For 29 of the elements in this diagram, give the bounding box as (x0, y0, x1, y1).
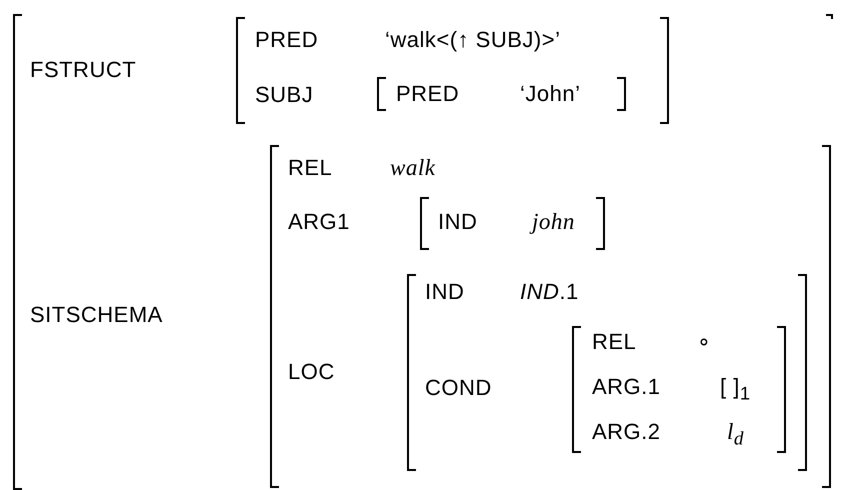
feature-name: IND (438, 209, 478, 235)
attribute-value-matrix (421, 198, 604, 249)
feature-value: ∘ (697, 329, 712, 355)
feature-name: LOC (288, 359, 335, 385)
feature-name: ARG.1 (592, 374, 661, 400)
feature-name: COND (425, 375, 492, 401)
attribute-value-matrix (573, 327, 785, 452)
feature-name: SUBJ (255, 82, 314, 108)
attribute-value-matrix (378, 78, 625, 110)
feature-name: REL (288, 155, 332, 181)
feature-value: walk (390, 155, 436, 181)
feature-name: PRED (255, 27, 318, 53)
feature-value: john (532, 209, 575, 235)
feature-value: [ ]$_{1}$ (720, 374, 751, 406)
feature-name: ARG.2 (592, 419, 661, 445)
attribute-value-matrix (271, 146, 830, 487)
attribute-value-matrix (237, 18, 668, 123)
attribute-value-matrix (408, 275, 806, 470)
feature-name: PRED (396, 81, 460, 107)
feature-value: l$_{d}$ (727, 419, 744, 452)
feature-value: IND.1 (520, 279, 579, 305)
feature-name: ARG1 (288, 209, 350, 235)
attribute-value-matrix (14, 15, 832, 489)
feature-value: ‘John’ (520, 81, 580, 107)
feature-name: FSTRUCT (30, 57, 136, 83)
feature-value: ‘walk<(↑ SUBJ)>’ (385, 27, 560, 53)
feature-name: IND (425, 279, 464, 305)
feature-name: SITSCHEMA (30, 302, 163, 328)
feature-name: REL (592, 329, 636, 355)
